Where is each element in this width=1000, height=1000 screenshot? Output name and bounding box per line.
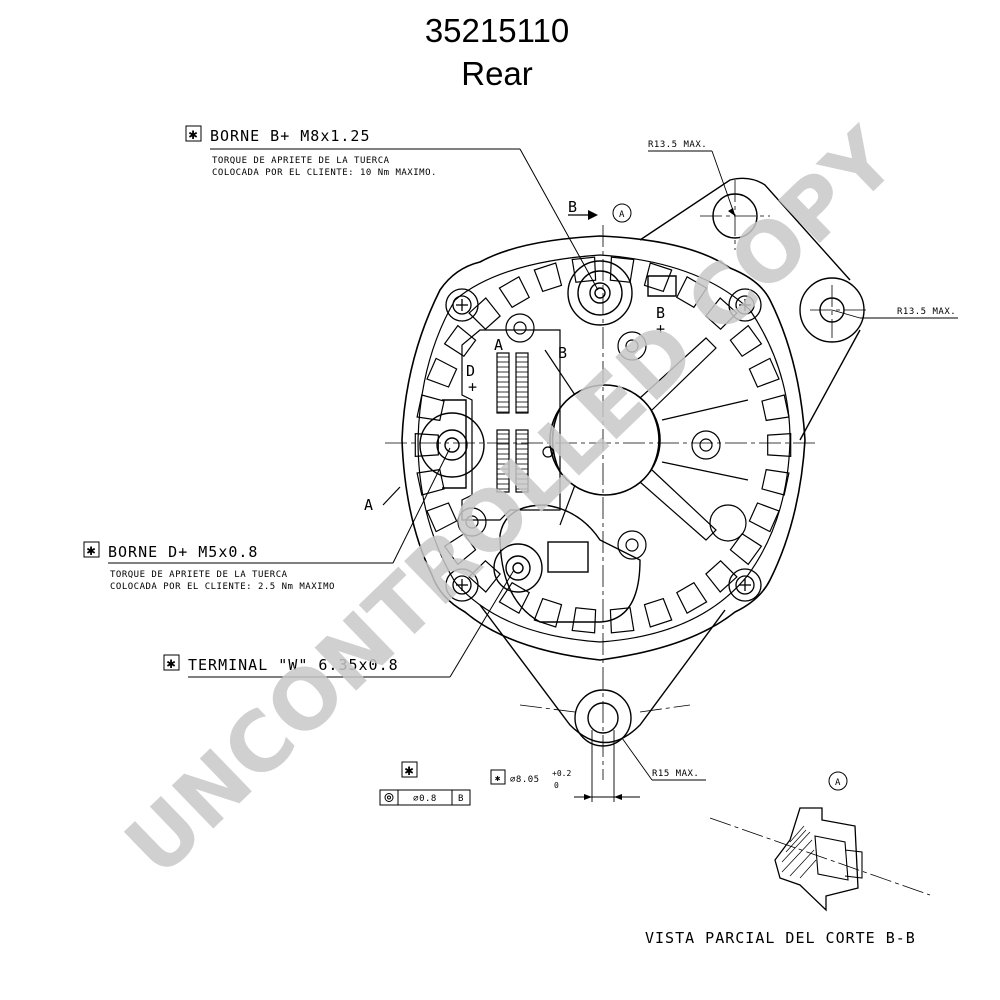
cooling-slot [761,394,790,422]
cooling-slot [609,256,635,283]
d-plus-terminal [419,399,485,489]
cooling-slot [533,262,563,293]
fcf-datum: B [458,794,464,804]
callout-b-note-2: COLOCADA POR EL CLIENTE: 10 Nm MAXIMO. [212,168,437,178]
section-a-label: A [364,496,374,514]
cooling-slots [414,256,792,634]
small-studs [457,313,747,560]
cooling-slot [643,262,673,293]
cooling-slot [468,297,501,331]
section-a-mid-label: A [494,336,504,354]
cooling-slot [748,502,780,533]
section-detail-b-b: A VISTA PARCIAL DEL CORTE B-B [645,771,931,947]
callout-borne-d-plus: ✱ BORNE D+ M5x0.8 TORQUE DE APRIETE DE L… [83,447,451,592]
cooling-slot [416,394,445,422]
cooling-slot [729,532,763,566]
cooling-slot [414,433,439,457]
view-title: Rear [461,55,533,92]
cooling-slot [643,597,673,628]
b-plus-terminal [567,260,677,326]
section-marks: B A B A A [364,198,632,514]
fcf-tolerance: ⌀0.8 [413,794,437,804]
detail-caption: VISTA PARCIAL DEL CORTE B-B [645,929,916,947]
cooling-slot [705,297,738,331]
part-number: 35215110 [425,12,569,49]
cooling-slot [443,324,477,358]
mounting-screw [728,568,762,602]
cooling-slot [571,256,597,283]
radius-dimensions: R13.5 MAX. R13.5 MAX. R15 MAX. [621,140,958,781]
terminal-marks: D + B + [466,304,666,396]
callout-b-mark: ✱ [188,125,198,143]
hole-diameter-label: ⌀8.05 [510,775,540,785]
callout-d-note-1: TORQUE DE APRIETE DE LA TUERCA [110,570,288,580]
hole-tol-upper: +0.2 [552,769,571,778]
cooling-slot [676,275,708,309]
cooling-slot [729,324,763,358]
mounting-screw [728,288,762,322]
callout-w-mark: ✱ [166,654,176,672]
bearing-boss [549,384,661,496]
b-plus-sign: + [656,320,666,338]
rectifier-bridge [461,329,561,521]
cooling-slot [498,581,530,615]
alternator-housing [401,235,806,661]
cooling-slot [416,468,445,496]
cooling-slot [571,607,597,634]
w-terminal [493,543,543,593]
cooling-slot [767,433,792,457]
radial-ribs [544,337,749,541]
cooling-slot [761,468,790,496]
callout-terminal-w: ✱ TERMINAL "W" 6.35x0.8 [163,569,515,678]
callout-b-title: BORNE B+ M8x1.25 [210,127,371,145]
radius-top-label: R13.5 MAX. [648,140,707,150]
d-plus-sign: + [468,378,478,396]
hole-tol-lower: 0 [554,781,559,790]
cooling-slot [468,559,501,593]
detail-datum-a: A [835,778,841,788]
callout-b-note-1: TORQUE DE APRIETE DE LA TUERCA [212,156,390,166]
fcf-mark: ✱ [404,761,414,779]
radius-bottom-label: R15 MAX. [652,769,699,779]
cooling-slot [748,357,780,388]
cooling-slot [705,559,738,593]
hole-mark: ✱ [495,774,501,784]
callout-d-title: BORNE D+ M5x0.8 [108,543,258,561]
cooling-slot [676,581,708,615]
cooling-slot [498,275,530,309]
cooling-slot [426,357,458,388]
cooling-slot [533,597,563,628]
cooling-slot [443,532,477,566]
mounting-screw [445,568,479,602]
cooling-slot [426,502,458,533]
d-plus-letter: D [466,362,476,380]
hole-diameter-dimension: ✱ ⌀8.05 +0.2 0 ✱ ⌀0.8 B [379,730,640,806]
callout-d-mark: ✱ [86,541,96,559]
datum-a-circle: A [619,210,625,220]
cooling-slot [609,607,635,634]
callout-d-note-2: COLOCADA POR EL CLIENTE: 2.5 Nm MAXIMO [110,582,335,592]
mounting-screws [445,288,762,602]
mounting-screw [445,288,479,322]
b-plus-letter: B [656,304,666,322]
callout-borne-b-plus: ✱ BORNE B+ M8x1.25 TORQUE DE APRIETE DE … [185,125,599,291]
callout-w-title: TERMINAL "W" 6.35x0.8 [188,656,399,674]
section-b-label: B [568,198,578,216]
radius-right-label: R13.5 MAX. [897,307,956,317]
section-b-mid-label: B [558,344,568,362]
regulator-block [499,504,641,623]
